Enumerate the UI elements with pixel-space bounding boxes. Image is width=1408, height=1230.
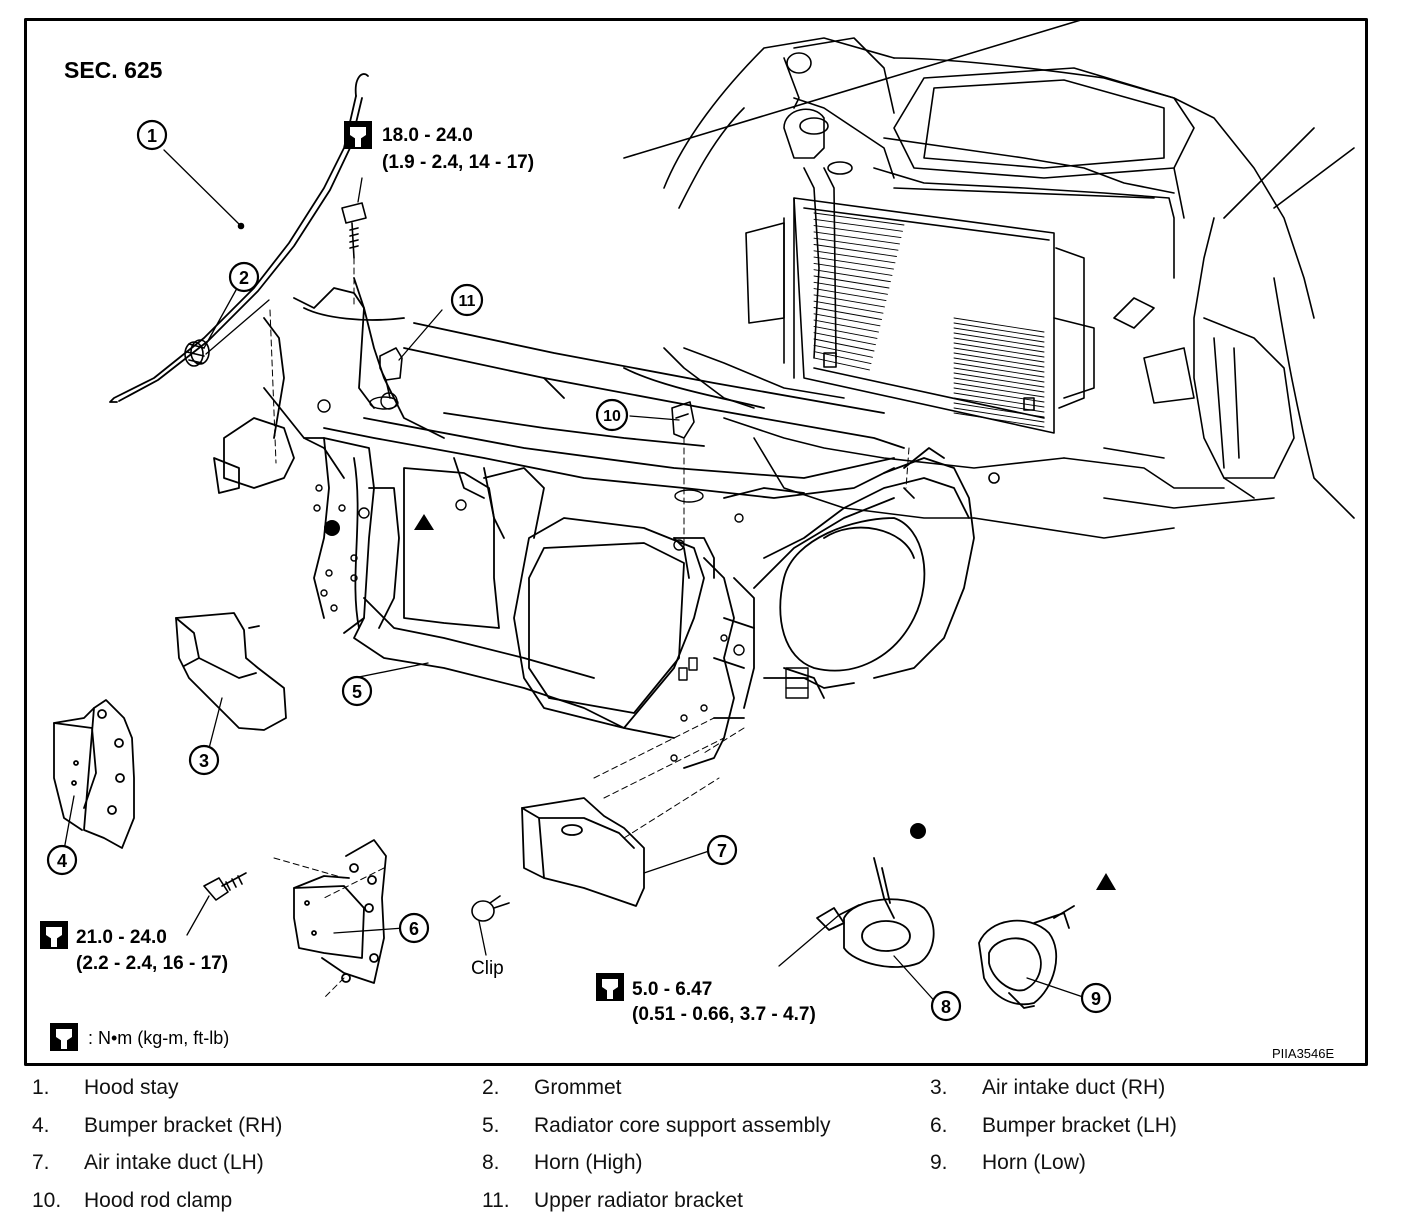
legend-item-label: Upper radiator bracket — [534, 1189, 743, 1212]
legend-item-number: 3. — [930, 1076, 948, 1099]
leader-lines — [63, 149, 1087, 1007]
horn-low-drawing — [978, 905, 1075, 1009]
units-note: : N•m (kg-m, ft-lb) — [50, 1023, 229, 1051]
clip-drawing — [471, 895, 510, 922]
legend-item-number: 10. — [32, 1189, 62, 1212]
alignment-lines — [269, 257, 910, 999]
callout-3: 3 — [188, 744, 220, 776]
torque-wrench-icon — [40, 921, 68, 949]
legend-item-label: Grommet — [534, 1076, 622, 1099]
figure-frame — [24, 18, 1368, 1066]
callout-number: 6 — [409, 919, 419, 939]
legend-item-label: Bumper bracket (LH) — [982, 1114, 1177, 1137]
callout-number: 3 — [199, 751, 209, 771]
torque-wrench-icon — [50, 1023, 78, 1051]
callout-number: 2 — [239, 268, 249, 288]
callout-4: 4 — [46, 844, 78, 876]
condenser-fins — [813, 212, 1045, 428]
marker-black-dot — [910, 823, 926, 839]
bolt-top-drawing — [341, 202, 367, 259]
callout-1: 1 — [136, 119, 168, 151]
marker-triangle — [1096, 873, 1116, 890]
legend-item-number: 4. — [32, 1114, 50, 1137]
radiator-core-support-drawing — [213, 277, 975, 769]
marker-black-dot — [324, 520, 340, 536]
legend-item-number: 6. — [930, 1114, 948, 1137]
figure-code: PIIA3546E — [1272, 1046, 1334, 1061]
legend-item-label: Air intake duct (LH) — [84, 1151, 264, 1174]
legend-item-number: 11. — [482, 1189, 510, 1212]
callout-10: 10 — [595, 398, 629, 432]
legend-item-label: Air intake duct (RH) — [982, 1076, 1166, 1099]
engine-bay-drawing — [623, 18, 1355, 539]
legend-item-number: 5. — [482, 1114, 500, 1137]
legend-item-number: 1. — [32, 1076, 50, 1099]
marker-triangle — [414, 514, 434, 530]
torque-wrench-icon — [596, 973, 624, 1001]
callout-number: 10 — [603, 408, 621, 425]
torque-value: 18.0 - 24.0 — [382, 125, 473, 146]
support-slots — [678, 657, 809, 699]
bumper-bracket-rh-drawing — [53, 699, 135, 849]
clip-label: Clip — [471, 958, 504, 979]
legend-item-label: Bumper bracket (RH) — [84, 1114, 283, 1137]
callout-5: 5 — [341, 675, 373, 707]
exploded-parts-diagram: SEC. 625 — [24, 18, 1368, 1066]
callout-6: 6 — [398, 912, 430, 944]
torque-spec-bottom: 5.0 - 6.47 (0.51 - 0.66, 3.7 - 4.7) — [596, 973, 816, 1025]
air-intake-duct-rh-drawing — [175, 612, 287, 731]
callout-7: 7 — [706, 834, 738, 866]
legend-item-label: Horn (High) — [534, 1151, 643, 1174]
coolant-reservoir-drawing — [783, 52, 853, 359]
callout-number: 5 — [352, 682, 362, 702]
callout-number: 4 — [57, 851, 67, 871]
callout-number: 7 — [717, 841, 727, 861]
legend-item-number: 7. — [32, 1151, 50, 1174]
units-note-text: : N•m (kg-m, ft-lb) — [88, 1028, 229, 1048]
torque-alt-units: (0.51 - 0.66, 3.7 - 4.7) — [632, 1004, 816, 1025]
callout-number: 9 — [1091, 989, 1101, 1009]
legend-item-number: 9. — [930, 1151, 948, 1174]
hood-rod-clamp-drawing — [671, 401, 695, 439]
section-label: SEC. 625 — [64, 57, 163, 83]
legend-item-number: 2. — [482, 1076, 500, 1099]
legend-item-label: Hood rod clamp — [84, 1189, 233, 1212]
air-intake-duct-lh-drawing — [521, 797, 645, 907]
legend-item-label: Radiator core support assembly — [534, 1114, 831, 1137]
upper-radiator-bracket-drawing — [379, 347, 403, 399]
torque-alt-units: (2.2 - 2.4, 16 - 17) — [76, 953, 228, 974]
callout-number: 11 — [459, 293, 476, 310]
legend-item-number: 8. — [482, 1151, 500, 1174]
horn-high-drawing — [816, 857, 935, 968]
bumper-bracket-lh-drawing — [293, 839, 387, 984]
callout-11: 11 — [450, 283, 484, 317]
torque-wrench-icon — [344, 121, 372, 149]
torque-spec-left: 21.0 - 24.0 (2.2 - 2.4, 16 - 17) — [40, 921, 228, 974]
bolt-left-drawing — [203, 872, 247, 901]
callout-2: 2 — [228, 261, 260, 293]
torque-value: 21.0 - 24.0 — [76, 927, 167, 948]
torque-value: 5.0 - 6.47 — [632, 979, 712, 1000]
callout-9: 9 — [1080, 982, 1112, 1014]
callout-number: 1 — [147, 126, 157, 146]
legend-item-label: Hood stay — [84, 1076, 179, 1099]
callout-number: 8 — [941, 997, 951, 1017]
torque-alt-units: (1.9 - 2.4, 14 - 17) — [382, 152, 534, 173]
callout-8: 8 — [930, 990, 962, 1022]
legend-item-label: Horn (Low) — [982, 1151, 1086, 1174]
torque-spec-top: 18.0 - 24.0 (1.9 - 2.4, 14 - 17) — [344, 121, 534, 173]
condenser-drawing — [745, 197, 1095, 434]
